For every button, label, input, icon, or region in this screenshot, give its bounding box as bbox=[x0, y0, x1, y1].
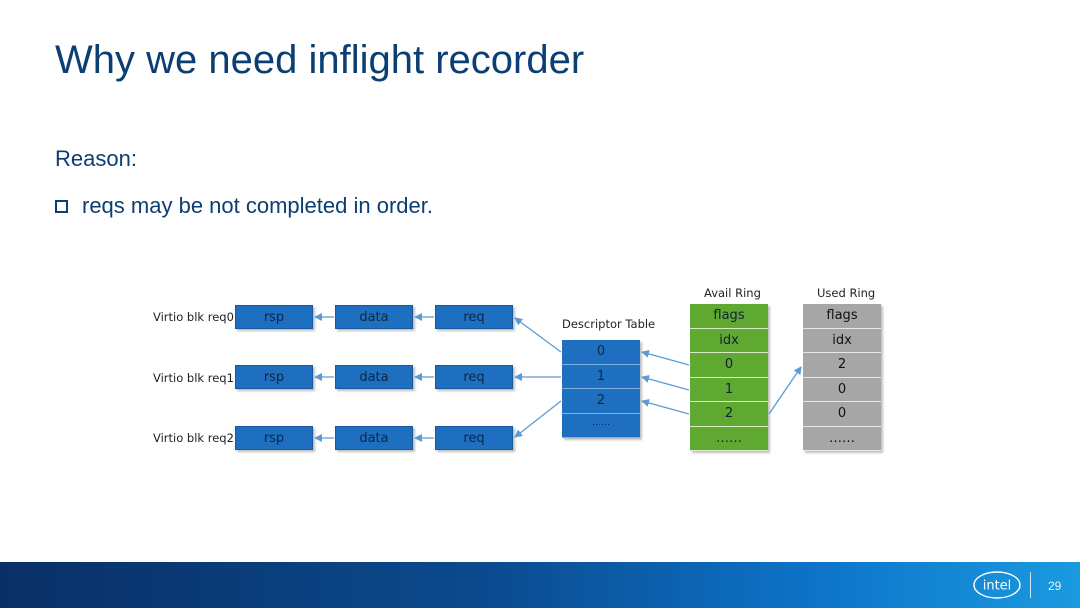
used-ring-cell: 0 bbox=[803, 377, 881, 402]
req-box: req bbox=[435, 305, 513, 329]
avail-ring-cell: 2 bbox=[690, 402, 768, 427]
intel-logo-text: intel bbox=[983, 579, 1012, 594]
avail-ring-cell: 1 bbox=[690, 377, 768, 402]
page-number: 29 bbox=[1048, 579, 1062, 593]
arrow-desc0-to-req0 bbox=[514, 317, 562, 353]
arrow-avail1-to-desc1 bbox=[641, 375, 690, 391]
rsp-box: rsp bbox=[235, 426, 313, 450]
arrow-avail2-to-used2 bbox=[768, 366, 802, 415]
req-box: req bbox=[435, 426, 513, 450]
request-label: Virtio blk req2 bbox=[153, 431, 234, 445]
intel-logo-icon: intel bbox=[973, 571, 1021, 599]
arrow-avail0-to-desc0 bbox=[641, 350, 690, 366]
used-ring-cell: 2 bbox=[803, 353, 881, 378]
avail-ring-cell: …… bbox=[690, 426, 768, 451]
req-box: req bbox=[435, 365, 513, 389]
slide-title: Why we need inflight recorder bbox=[55, 38, 585, 82]
rsp-box: rsp bbox=[235, 305, 313, 329]
arrow-desc2-to-req2 bbox=[514, 400, 562, 438]
rsp-box: rsp bbox=[235, 365, 313, 389]
bullet-item: reqs may be not completed in order. bbox=[55, 193, 433, 219]
request-label: Virtio blk req1 bbox=[153, 371, 234, 385]
arrow-avail2-to-desc2 bbox=[641, 399, 690, 415]
descriptor-cell: 1 bbox=[562, 364, 640, 389]
used-ring-cell: flags bbox=[803, 304, 881, 329]
footer-divider bbox=[1030, 572, 1031, 598]
data-box: data bbox=[335, 365, 413, 389]
checkbox-bullet-icon bbox=[55, 199, 68, 213]
descriptor-cell: 0 bbox=[562, 340, 640, 365]
used-ring-cell: …… bbox=[803, 426, 881, 451]
request-label: Virtio blk req0 bbox=[153, 310, 234, 324]
data-box: data bbox=[335, 305, 413, 329]
data-box: data bbox=[335, 426, 413, 450]
descriptor-table-title: Descriptor Table bbox=[562, 317, 656, 331]
avail-ring-cell: idx bbox=[690, 328, 768, 353]
footer-bar bbox=[0, 562, 1080, 608]
used-ring-cell: 0 bbox=[803, 402, 881, 427]
avail-ring-title: Avail Ring bbox=[704, 286, 761, 300]
descriptor-cell: …… bbox=[562, 413, 640, 438]
descriptor-cell: 2 bbox=[562, 389, 640, 414]
avail-ring-cell: 0 bbox=[690, 353, 768, 378]
used-ring-cell: idx bbox=[803, 328, 881, 353]
used-ring-title: Used Ring bbox=[817, 286, 876, 300]
avail-ring-cell: flags bbox=[690, 304, 768, 329]
reason-label: Reason: bbox=[55, 146, 137, 171]
bullet-text: reqs may be not completed in order. bbox=[82, 193, 433, 218]
